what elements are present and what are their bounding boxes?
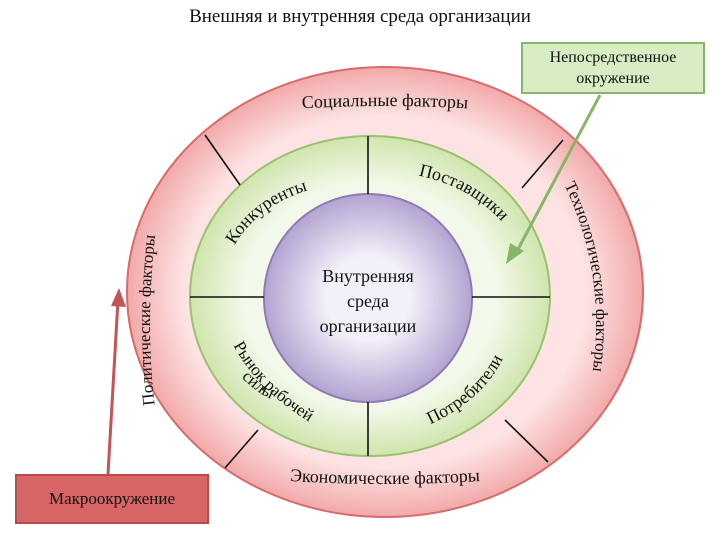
center-line-2: среда <box>347 291 389 311</box>
macro-arrow-head <box>111 288 126 307</box>
outer-divider-top-left <box>204 134 241 186</box>
diagram-title: Внешняя и внутренняя среда организации <box>189 6 531 27</box>
macro-environment-callout: Макроокружение <box>15 474 209 524</box>
immediate-arrow-head <box>506 243 524 264</box>
outer-divider-top-right <box>521 139 564 189</box>
center-line-3: организации <box>320 316 417 336</box>
immediate-callout-line-1: Непосредственное <box>549 49 677 66</box>
label-economic-factors: Экономические факторы <box>290 465 481 488</box>
outer-divider-bottom-left <box>224 429 259 469</box>
immediate-arrow-shaft <box>513 94 602 256</box>
immediate-environment-callout: Непосредственное окружение <box>521 42 705 94</box>
macro-arrow-shaft <box>106 299 120 475</box>
center-line-1: Внутренняя <box>322 266 414 286</box>
label-social-factors: Социальные факторы <box>301 90 468 112</box>
outer-divider-bottom-right <box>504 419 549 463</box>
immediate-callout-line-2: окружение <box>576 70 650 87</box>
